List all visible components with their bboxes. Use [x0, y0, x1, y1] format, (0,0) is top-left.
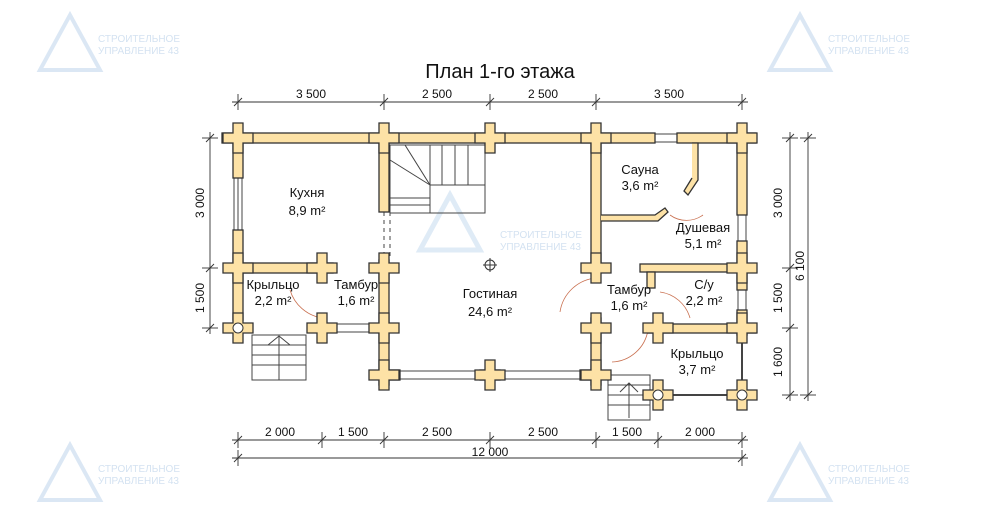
svg-text:Душевая: Душевая: [676, 220, 730, 235]
svg-text:8,9 m²: 8,9 m²: [289, 203, 327, 218]
dim-bottom-4: 2 500: [528, 425, 558, 439]
svg-text:СТРОИТЕЛЬНОЕ: СТРОИТЕЛЬНОЕ: [828, 464, 910, 475]
log-corner-joint: [368, 312, 400, 344]
svg-text:1,6 m²: 1,6 m²: [611, 298, 649, 313]
svg-text:Гостиная: Гостиная: [463, 286, 518, 301]
svg-text:2,2 m²: 2,2 m²: [255, 293, 293, 308]
svg-text:Крыльцо: Крыльцо: [246, 277, 299, 292]
dim-right-2: 1 500: [771, 283, 785, 313]
log-corner-joint: [368, 359, 400, 391]
dim-right-3: 1 600: [771, 347, 785, 377]
dim-top-4: 3 500: [654, 87, 684, 101]
dim-right-total: 6 100: [793, 251, 807, 281]
dim-bottom-1: 2 000: [265, 425, 295, 439]
light-fixture-icon: [483, 258, 497, 272]
svg-text:Кухня: Кухня: [290, 185, 325, 200]
log-corner-joint: [580, 359, 612, 391]
log-corner-joint: [306, 252, 338, 284]
log-corner-joint: [368, 252, 400, 284]
dim-left-1: 3 000: [193, 188, 207, 218]
log-corner-joint: [306, 312, 338, 344]
svg-text:СТРОИТЕЛЬНОЕ: СТРОИТЕЛЬНОЕ: [828, 34, 910, 45]
svg-text:Сауна: Сауна: [621, 162, 659, 177]
dim-bottom-3: 2 500: [422, 425, 452, 439]
svg-text:5,1 m²: 5,1 m²: [685, 236, 723, 251]
log-corner-joint: [368, 122, 400, 154]
svg-text:Крыльцо: Крыльцо: [670, 346, 723, 361]
svg-text:СТРОИТЕЛЬНОЕ: СТРОИТЕЛЬНОЕ: [98, 464, 180, 475]
svg-text:1,6 m²: 1,6 m²: [338, 293, 376, 308]
room-bathroom: С/у2,2 m²: [686, 277, 724, 308]
log-corner-joint: [222, 122, 254, 154]
svg-text:УПРАВЛЕНИЕ 43: УПРАВЛЕНИЕ 43: [828, 476, 909, 487]
svg-text:СТРОИТЕЛЬНОЕ: СТРОИТЕЛЬНОЕ: [500, 230, 582, 241]
svg-text:УПРАВЛЕНИЕ 43: УПРАВЛЕНИЕ 43: [98, 476, 179, 487]
svg-text:УПРАВЛЕНИЕ 43: УПРАВЛЕНИЕ 43: [828, 46, 909, 57]
dim-top-1: 3 500: [296, 87, 326, 101]
left-porch-steps: [251, 334, 307, 381]
svg-text:3,7 m²: 3,7 m²: [679, 362, 717, 377]
log-corner-joint: [726, 122, 758, 154]
dim-bottom-6: 2 000: [685, 425, 715, 439]
post-circle: [652, 389, 664, 401]
dim-right-1: 3 000: [771, 188, 785, 218]
dim-top-2: 2 500: [422, 87, 452, 101]
dim-top-3: 2 500: [528, 87, 558, 101]
interior-staircase: [389, 144, 486, 214]
room-living-room: Гостиная 24,6 m²: [463, 286, 518, 319]
log-corner-joint: [726, 252, 758, 284]
log-corner-joint: [474, 122, 506, 154]
svg-text:УПРАВЛЕНИЕ 43: УПРАВЛЕНИЕ 43: [500, 242, 581, 253]
svg-text:Тамбур: Тамбур: [607, 282, 651, 297]
log-corner-joint: [642, 312, 674, 344]
svg-text:СТРОИТЕЛЬНОЕ: СТРОИТЕЛЬНОЕ: [98, 34, 180, 45]
dim-total: 12 000: [472, 445, 509, 459]
dimension-lines: [202, 94, 816, 466]
svg-text:С/у: С/у: [694, 277, 714, 292]
dim-left-2: 1 500: [193, 283, 207, 313]
log-corner-joint: [222, 252, 254, 284]
log-corner-joint: [726, 312, 758, 344]
dim-bottom-2: 1 500: [338, 425, 368, 439]
room-kitchen: Кухня 8,9 m²: [289, 185, 327, 218]
svg-text:2,2 m²: 2,2 m²: [686, 293, 724, 308]
log-corner-joint: [474, 359, 506, 391]
post-circle: [736, 389, 748, 401]
log-corner-joint: [580, 252, 612, 284]
svg-text:3,6 m²: 3,6 m²: [622, 178, 660, 193]
post-circle: [232, 322, 244, 334]
svg-text:УПРАВЛЕНИЕ 43: УПРАВЛЕНИЕ 43: [98, 46, 179, 57]
log-corner-joint: [580, 122, 612, 154]
log-corner-joint: [580, 312, 612, 344]
dim-bottom-5: 1 500: [612, 425, 642, 439]
plan-title: План 1-го этажа: [425, 61, 575, 83]
svg-text:Тамбур: Тамбур: [334, 277, 378, 292]
walls: [221, 122, 758, 411]
svg-text:24,6 m²: 24,6 m²: [468, 304, 513, 319]
